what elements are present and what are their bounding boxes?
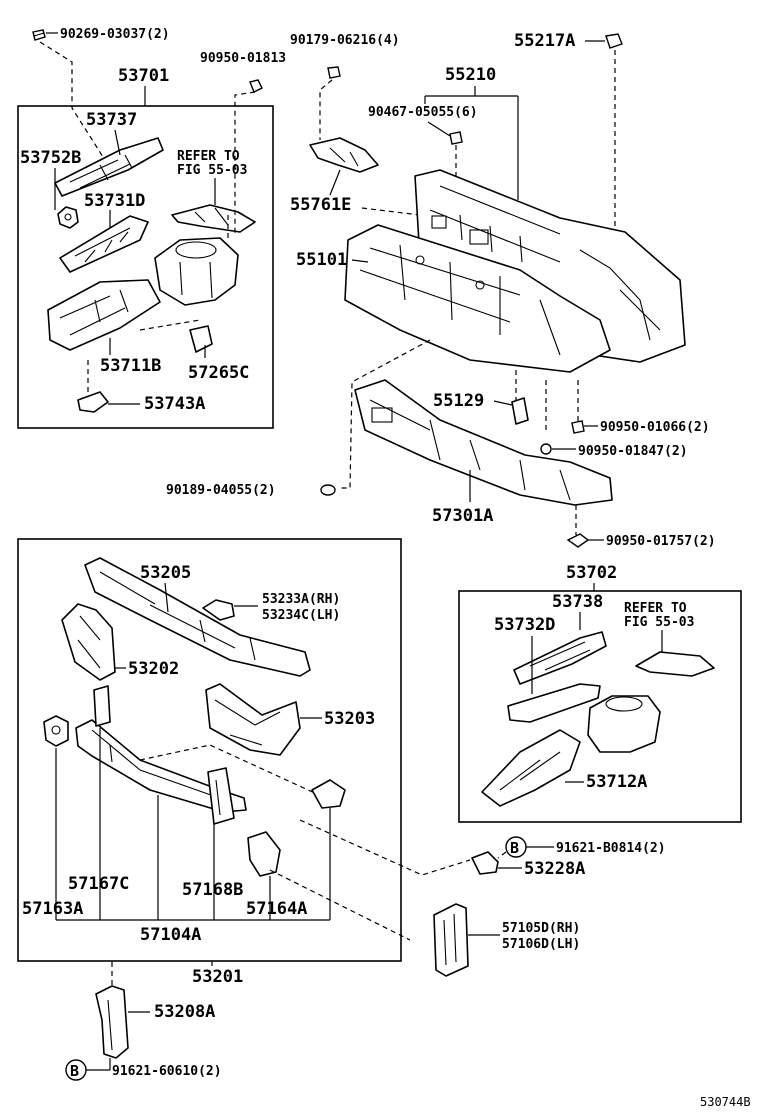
refer-note-1-line2: FIG 55-03 [177,163,247,178]
part-53208a[interactable] [95,985,129,1059]
part-53732d[interactable] [507,683,601,723]
label-53738[interactable]: 53738 [552,592,603,612]
part-53203[interactable] [205,683,301,756]
part-refer-2[interactable] [635,651,715,677]
part-53743a[interactable] [77,391,109,413]
label-53203[interactable]: 53203 [324,709,375,729]
plug-90189-icon [320,484,336,496]
clip-55217a-icon [605,33,623,49]
label-90950-01813[interactable]: 90950-01813 [200,51,286,66]
label-90189[interactable]: 90189-04055(2) [166,483,276,498]
nut-90950-01066-icon [571,420,585,434]
label-53208a[interactable]: 53208A [154,1002,215,1022]
part-53738[interactable] [513,631,607,685]
label-53234c[interactable]: 53234C(LH) [262,608,340,623]
part-53731d[interactable] [59,215,149,273]
label-53743a[interactable]: 53743A [144,394,205,414]
label-57104a[interactable]: 57104A [140,925,201,945]
label-55210[interactable]: 55210 [445,65,496,85]
part-53712a[interactable] [481,729,581,807]
part-57164a[interactable] [311,779,346,809]
part-lower-bracket[interactable] [247,831,281,877]
clip-90950-01813-icon [249,79,263,93]
label-53712a[interactable]: 53712A [586,772,647,792]
part-refer-1[interactable] [171,204,256,233]
refer-note-1-line1: REFER TO [177,149,240,164]
clip-90467-icon [449,131,463,145]
part-55101[interactable] [344,224,611,373]
label-55761e[interactable]: 55761E [290,195,351,215]
label-91621-60610[interactable]: 91621-60610(2) [112,1064,222,1079]
label-53752b[interactable]: 53752B [20,148,81,168]
part-53205[interactable] [84,557,311,677]
label-57105d[interactable]: 57105D(RH) [502,921,580,936]
part-57163a[interactable] [43,715,69,747]
part-53711b[interactable] [47,279,161,351]
label-90467[interactable]: 90467-05055(6) [368,105,478,120]
label-57167c[interactable]: 57167C [68,874,129,894]
label-90950-01757[interactable]: 90950-01757(2) [606,534,716,549]
label-57106d[interactable]: 57106D(LH) [502,937,580,952]
label-57168b[interactable]: 57168B [182,880,243,900]
plug-90950-01757-icon [566,533,590,548]
label-90179[interactable]: 90179-06216(4) [290,33,400,48]
part-53228a[interactable] [471,851,499,875]
label-53732d[interactable]: 53732D [494,615,555,635]
part-57301a[interactable] [354,379,613,506]
label-53233a[interactable]: 53233A(RH) [262,592,340,607]
circle-b-marker-upper: B [505,836,527,858]
part-53752b[interactable] [57,206,79,229]
label-53737[interactable]: 53737 [86,110,137,130]
label-90950-01847[interactable]: 90950-01847(2) [578,444,688,459]
part-55761e[interactable] [309,137,379,173]
label-57163a[interactable]: 57163A [22,899,83,919]
refer-note-2-line1: REFER TO [624,601,687,616]
label-55101[interactable]: 55101 [296,250,347,270]
group-box-53702 [458,590,742,823]
label-90950-01066[interactable]: 90950-01066(2) [600,420,710,435]
label-53228a[interactable]: 53228A [524,859,585,879]
label-57301a[interactable]: 57301A [432,506,493,526]
part-57105d[interactable] [433,903,469,977]
label-53205[interactable]: 53205 [140,563,191,583]
label-57265c[interactable]: 57265C [188,363,249,383]
label-55129[interactable]: 55129 [433,391,484,411]
label-53701[interactable]: 53701 [118,66,169,86]
part-53737[interactable] [54,137,164,197]
label-91621-b0814[interactable]: 91621-B0814(2) [556,841,666,856]
label-57164a[interactable]: 57164A [246,899,307,919]
label-90269[interactable]: 90269-03037(2) [60,27,170,42]
part-strut-tower[interactable] [154,237,239,306]
part-57168b[interactable] [207,767,235,825]
nut-90179-icon [327,66,341,79]
part-53233a[interactable] [202,599,235,621]
label-53731d[interactable]: 53731D [84,191,145,211]
svg-text:B: B [510,839,519,857]
drawing-id: 530744B [700,1095,751,1109]
part-53202[interactable] [61,603,116,681]
plug-90950-01847-icon [540,443,552,455]
part-57167c[interactable] [93,685,111,727]
label-55217a[interactable]: 55217A [514,31,575,51]
part-57265c[interactable] [189,325,213,353]
label-53201[interactable]: 53201 [192,967,243,987]
part-strut-tower-rh[interactable] [587,695,661,753]
refer-note-2-line2: FIG 55-03 [624,615,694,630]
circle-b-marker-lower: B [65,1059,87,1081]
part-55129[interactable] [511,397,529,425]
label-53202[interactable]: 53202 [128,659,179,679]
svg-text:B: B [70,1062,79,1080]
label-53711b[interactable]: 53711B [100,356,161,376]
label-53702[interactable]: 53702 [566,563,617,583]
group-box-53201 [17,538,402,962]
screw-90269-icon [32,29,46,41]
